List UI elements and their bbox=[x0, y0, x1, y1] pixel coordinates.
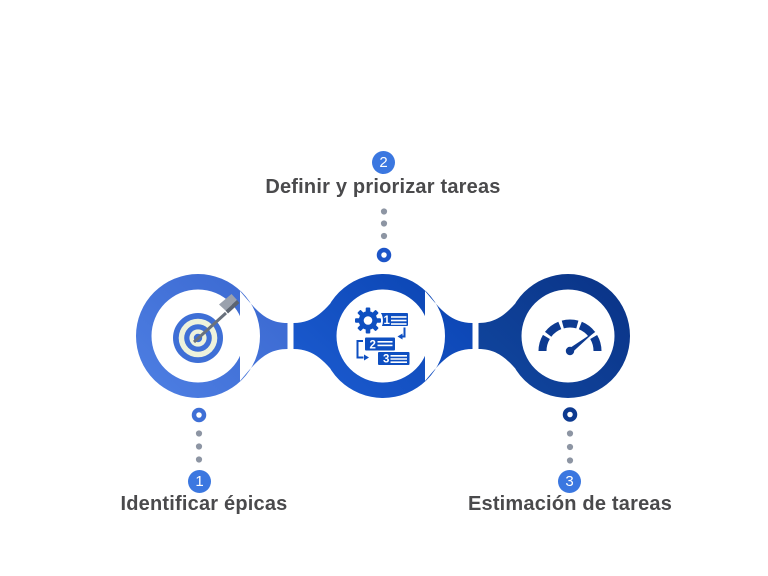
speedometer-icon bbox=[538, 319, 602, 356]
step-2-label: Definir y priorizar tareas bbox=[265, 176, 501, 198]
step-2-leader-dots bbox=[376, 208, 392, 263]
gear-task-list-icon: 1 2 3 bbox=[353, 305, 411, 366]
step-3-number-badge: 3 bbox=[558, 470, 581, 493]
workflow-item-1: 1 bbox=[384, 315, 391, 327]
workflow-item-3: 3 bbox=[383, 354, 389, 366]
step-1-leader-dots bbox=[191, 407, 207, 463]
step-2-number-badge: 2 bbox=[372, 151, 395, 174]
target-dart-icon bbox=[173, 294, 240, 363]
step-1-label: Identificar épicas bbox=[120, 493, 288, 515]
step-3-label: Estimación de tareas bbox=[467, 493, 673, 515]
workflow-item-2: 2 bbox=[370, 340, 376, 352]
step-3-inner-disc bbox=[521, 289, 615, 383]
gear-icon bbox=[353, 305, 383, 336]
step-2-inner-disc bbox=[336, 289, 430, 383]
step-3-leader-dots bbox=[562, 407, 578, 464]
step-1-number-badge: 1 bbox=[188, 470, 211, 493]
